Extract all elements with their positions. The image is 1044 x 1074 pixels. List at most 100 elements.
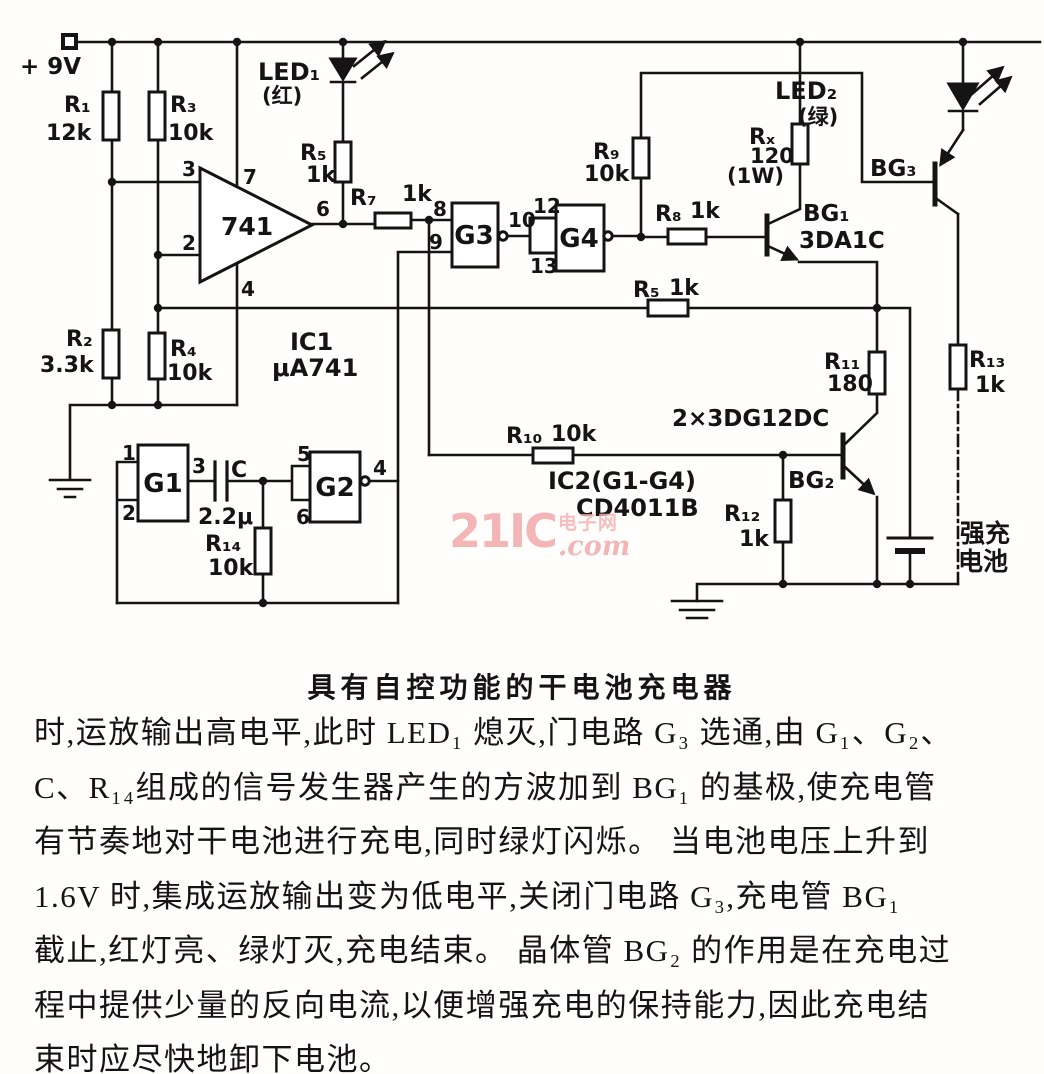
body-text: 时,运放输出高电平,此时 LED₁ 熄灭,门电路 G₃ 选通,由 G₁、G₂、 … xyxy=(34,706,1016,1074)
led2-label: LED₂ xyxy=(775,77,837,105)
resistor-r7 xyxy=(373,211,413,230)
led2-color: (绿) xyxy=(798,105,838,129)
supply-terminal xyxy=(61,33,78,50)
battery-note-line2: 电池 xyxy=(958,547,1008,576)
r9-label: R₉ xyxy=(593,140,620,165)
resistor-r9 xyxy=(631,136,651,180)
r13-value: 1k xyxy=(975,373,1006,398)
rx-label: Rₓ xyxy=(749,125,775,150)
ic2-part: CD4011B xyxy=(576,494,699,522)
resistor-r4 xyxy=(147,331,167,381)
opamp-pin7: 7 xyxy=(243,165,257,189)
r5-led-value: 1k xyxy=(306,163,337,188)
r11-value: 180 xyxy=(827,372,873,397)
r2-label: R₂ xyxy=(66,327,93,352)
resistor-r2 xyxy=(101,328,121,380)
resistor-r11 xyxy=(867,350,887,396)
r4-label: R₄ xyxy=(170,337,197,362)
g2-label: G2 xyxy=(315,473,354,503)
g3-label: G3 xyxy=(454,221,493,251)
r3-value: 10k xyxy=(168,121,215,146)
r10-value: 10k xyxy=(551,422,598,447)
g1-label: G1 xyxy=(143,469,182,499)
gate-g3-bubble xyxy=(497,230,509,242)
g3-pin9: 9 xyxy=(429,230,443,254)
r8-value: 1k xyxy=(690,199,721,224)
battery-note-line1: 强充 xyxy=(960,519,1010,548)
body-line: 程中提供少量的反向电流,以便增强充电的保持能力,因此充电结 xyxy=(34,987,930,1023)
r1-value: 12k xyxy=(46,121,93,146)
gate-g1-box xyxy=(136,443,190,523)
r3-label: R₃ xyxy=(170,93,197,118)
r14-label: R₁₄ xyxy=(205,532,241,557)
g2-pin5: 5 xyxy=(297,442,311,466)
resistor-r13 xyxy=(948,343,968,391)
g1-pin2: 2 xyxy=(122,501,136,525)
ground-symbol-right xyxy=(670,599,724,620)
figure-caption: 具有自控功能的干电池充电器 xyxy=(307,673,737,704)
g2-pin4: 4 xyxy=(373,456,387,480)
bg1-label: BG₁ xyxy=(803,201,849,227)
opamp-pin4: 4 xyxy=(241,277,255,301)
r8-label: R₈ xyxy=(655,202,682,227)
ic2-label: IC2(G1-G4) xyxy=(548,467,696,495)
r7-label: R₇ xyxy=(350,186,377,211)
gate-g4-bubble xyxy=(602,230,614,242)
resistor-r1 xyxy=(101,90,121,142)
rx-rating: (1W) xyxy=(727,164,784,188)
g3-pin10: 10 xyxy=(508,208,536,232)
g4-label: G4 xyxy=(559,224,598,254)
opamp-label: 741 xyxy=(221,212,273,241)
resistor-rx xyxy=(790,122,810,166)
led1-label: LED₁ xyxy=(258,58,320,86)
r1-label: R₁ xyxy=(64,93,91,118)
resistor-r3 xyxy=(147,90,167,142)
g1-pin1: 1 xyxy=(122,441,136,465)
r5-mid-value: 1k xyxy=(669,276,700,301)
led2-diode xyxy=(946,82,980,111)
ic1-part: μA741 xyxy=(272,354,358,382)
led1-color: (红) xyxy=(262,84,302,108)
body-line: C、R₁₄组成的信号发生器产生的方波加到 BG₁ 的基极,使充电管 xyxy=(34,769,937,805)
r14-value: 10k xyxy=(208,556,255,581)
body-line: 有节奏地对干电池进行充电,同时绿灯闪烁。 当电池电压上升到 xyxy=(34,824,930,859)
resistor-r10 xyxy=(531,446,575,465)
g4-pin12: 12 xyxy=(533,194,561,218)
body-line: 时,运放输出高电平,此时 LED₁ 熄灭,门电路 G₃ 选通,由 G₁、G₂、 xyxy=(34,715,953,750)
resistor-r14 xyxy=(253,526,273,576)
supply-label: + 9V xyxy=(20,54,81,80)
opamp-triangle xyxy=(198,165,316,285)
ic1-label: IC1 xyxy=(290,328,333,356)
wires xyxy=(48,39,1042,620)
resistor-r5-led xyxy=(333,140,353,184)
opamp-pin2: 2 xyxy=(182,231,196,255)
opamp-pin3: 3 xyxy=(182,157,196,181)
r10-label: R₁₀ xyxy=(506,424,542,449)
bg1-type: 3DA1C xyxy=(799,228,885,254)
gate-g2-bubble xyxy=(359,475,371,487)
bg3-label: BG₃ xyxy=(870,156,916,182)
r12-label: R₁₂ xyxy=(724,502,760,527)
bg2-label: BG₂ xyxy=(788,468,834,494)
resistor-r5-mid xyxy=(646,298,690,318)
component-bodies xyxy=(61,33,980,576)
charger-circuit-schematic: + 9V R₁ 12k R₃ 10k R₂ 3.3k R₄ 10k 3 2 7 … xyxy=(20,33,1042,620)
r2-value: 3.3k xyxy=(40,353,95,378)
body-line: 束时应尽快地卸下电池。 xyxy=(34,1042,392,1074)
ground-symbol-left xyxy=(48,478,92,499)
cap-label: C xyxy=(231,458,247,483)
g1-pin3: 3 xyxy=(192,454,206,478)
g3-pin8: 8 xyxy=(433,197,447,221)
gate-g4-box xyxy=(554,203,606,273)
opamp-pin6: 6 xyxy=(316,197,330,221)
cap-value: 2.2μ xyxy=(198,505,253,530)
junction-dots xyxy=(107,37,968,608)
gate-g3-box xyxy=(450,201,500,269)
led1-diode xyxy=(328,57,358,82)
gate-g2-box xyxy=(308,450,362,524)
resistor-r8 xyxy=(666,227,708,246)
r9-value: 10k xyxy=(584,162,631,187)
r7-value: 1k xyxy=(402,182,433,207)
r11-label: R₁₁ xyxy=(824,350,860,375)
